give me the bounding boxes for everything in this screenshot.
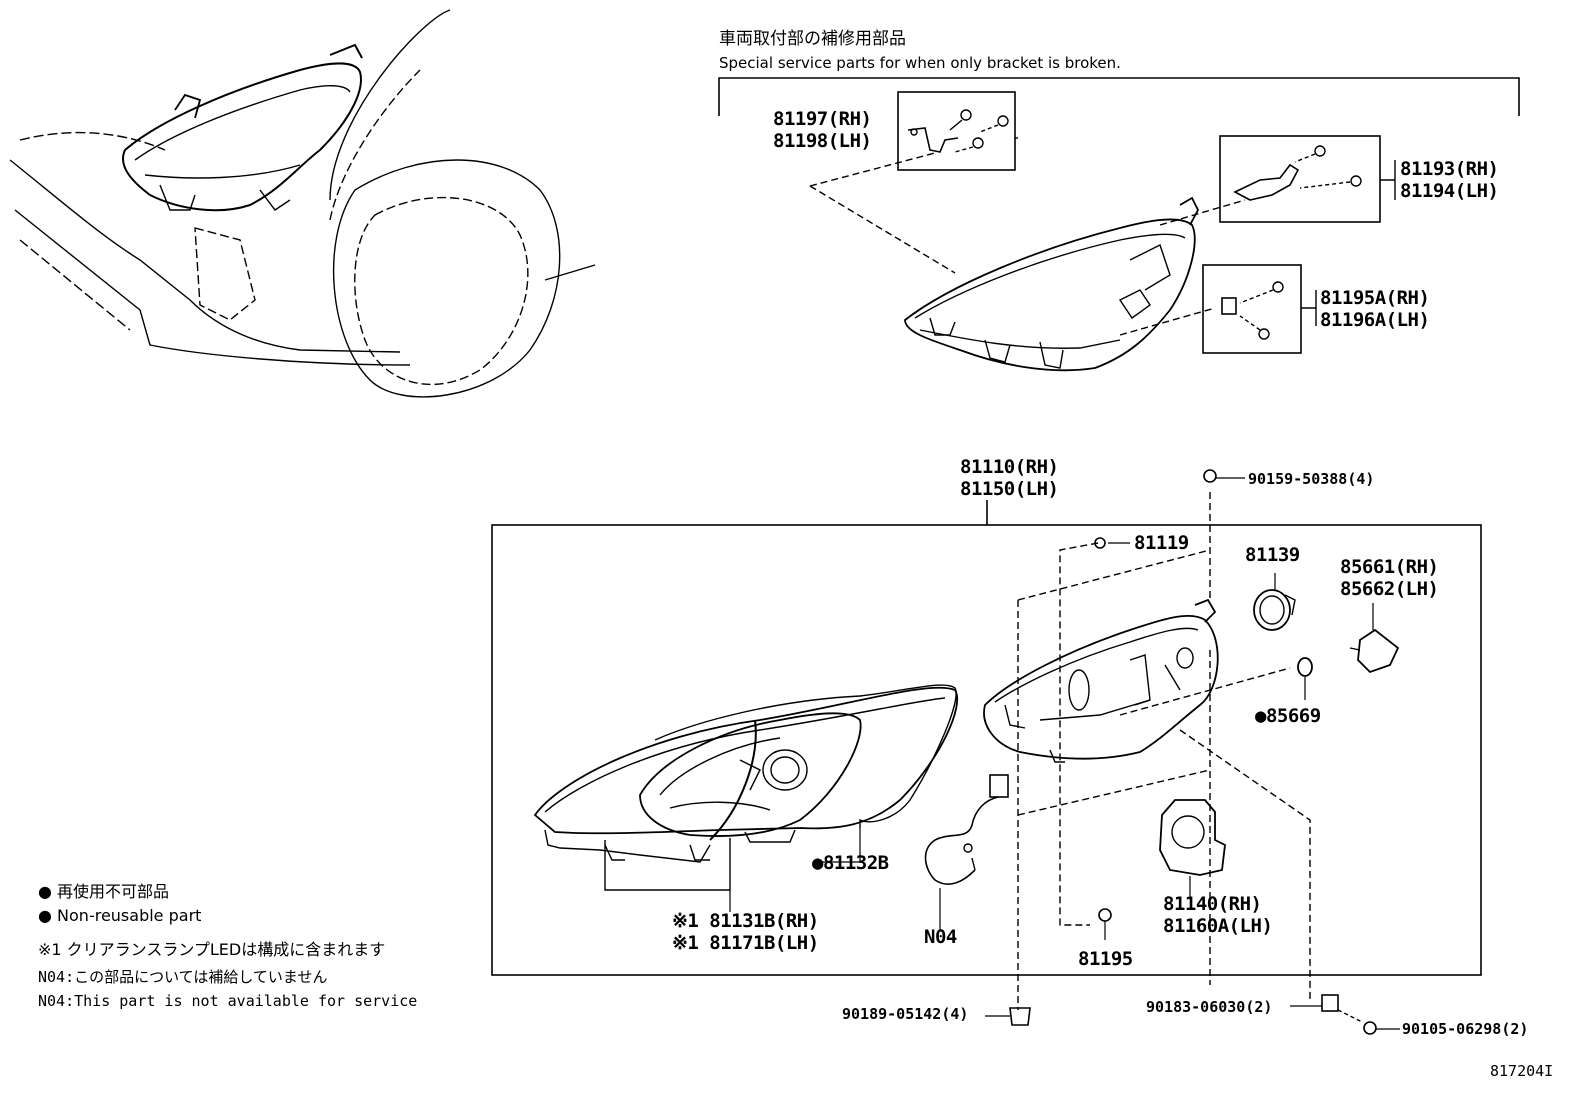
inner-housing-illustration (639, 712, 862, 843)
socket-81139-icon (1253, 573, 1296, 631)
header-title-jp: 車両取付部の補修用部品 (719, 29, 906, 49)
vehicle-front-illustration (9, 9, 596, 398)
label-81132B: ●81132B (812, 852, 889, 874)
box-81197 (897, 91, 1016, 171)
assembly-leaders (1017, 492, 1311, 1010)
label-81139: 81139 (1245, 544, 1300, 566)
rear-housing-illustration (983, 598, 1219, 763)
label-81140: 81140(RH)81160A(LH) (1163, 893, 1273, 937)
label-85669: ●85669 (1255, 705, 1321, 727)
label-90105: 90105-06298(2) (1402, 1020, 1529, 1038)
legend-n04-en: N04:This part is not available for servi… (38, 992, 418, 1010)
label-90183: 90183-06030(2) (1146, 998, 1273, 1016)
label-90159: 90159-50388(4) (1248, 470, 1375, 488)
bracket-leaders (809, 152, 1246, 336)
leveling-motor-81140-icon (1159, 799, 1226, 898)
legend-nonreusable-en: ● Non-reusable part (38, 906, 202, 925)
upper-housing-illustration (904, 196, 1200, 372)
legend-nonreusable-jp: ● 再使用不可部品 (38, 882, 170, 901)
bracket-81195A-icon (1221, 281, 1284, 340)
box-81195A (1202, 264, 1302, 354)
label-81197: 81197(RH)81198(LH) (773, 108, 872, 152)
o-ring-85669-icon (1297, 657, 1313, 677)
assembly-frame (491, 524, 1482, 976)
bracket-81193-icon (1233, 145, 1362, 201)
label-81131B: ※1 81131B(RH)※1 81171B(LH) (672, 910, 819, 954)
header-title-en: Special service parts for when only brac… (719, 54, 1121, 72)
figure-id: 817204I (1490, 1062, 1554, 1080)
label-81119: 81119 (1134, 532, 1189, 554)
label-81193: 81193(RH)81194(LH) (1400, 158, 1499, 202)
headlamp-lens-illustration (533, 686, 959, 891)
label-90189: 90189-05142(4) (842, 1005, 969, 1023)
box-81193 (1219, 135, 1381, 223)
label-N04: N04 (924, 926, 957, 948)
label-81110: 81110(RH)81150(LH) (960, 456, 1059, 500)
gasket-81132B-outline (654, 684, 957, 828)
label-81195A: 81195A(RH)81196A(LH) (1320, 287, 1430, 331)
wire-harness-N04-illustration (924, 774, 1009, 930)
connector-85661-icon (1349, 603, 1400, 674)
bracket-81197-icon (907, 109, 1009, 153)
label-81195: 81195 (1078, 948, 1133, 970)
bracket-group-line (718, 77, 1520, 116)
legend-note1-jp: ※1 クリアランスランプLEDは構成に含まれます (38, 940, 386, 959)
legend-n04-jp: N04:この部品については補給していません (38, 968, 328, 986)
label-85661: 85661(RH)85662(LH) (1340, 556, 1439, 600)
screw-icons (985, 469, 1400, 1035)
